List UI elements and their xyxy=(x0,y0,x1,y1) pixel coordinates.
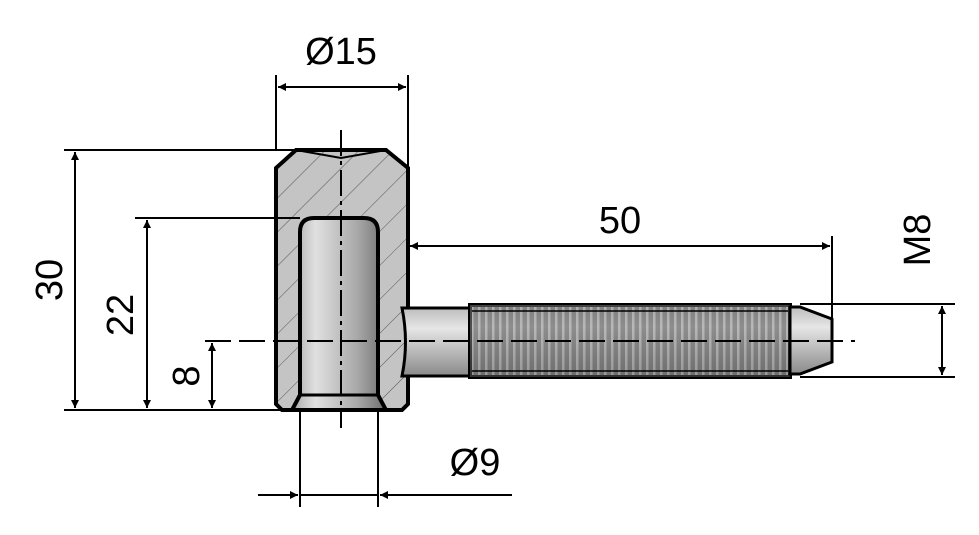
label-diameter-9: Ø9 xyxy=(450,442,501,484)
label-8: 8 xyxy=(166,365,208,386)
pin-tip xyxy=(788,305,834,376)
label-30: 30 xyxy=(29,259,71,301)
bore-hole xyxy=(288,216,390,412)
label-diameter-15: Ø15 xyxy=(305,31,377,73)
label-m8: M8 xyxy=(897,214,939,267)
pin-shank xyxy=(400,306,472,378)
label-50: 50 xyxy=(599,200,641,242)
extension-lines xyxy=(64,75,955,507)
label-22: 22 xyxy=(100,294,142,336)
